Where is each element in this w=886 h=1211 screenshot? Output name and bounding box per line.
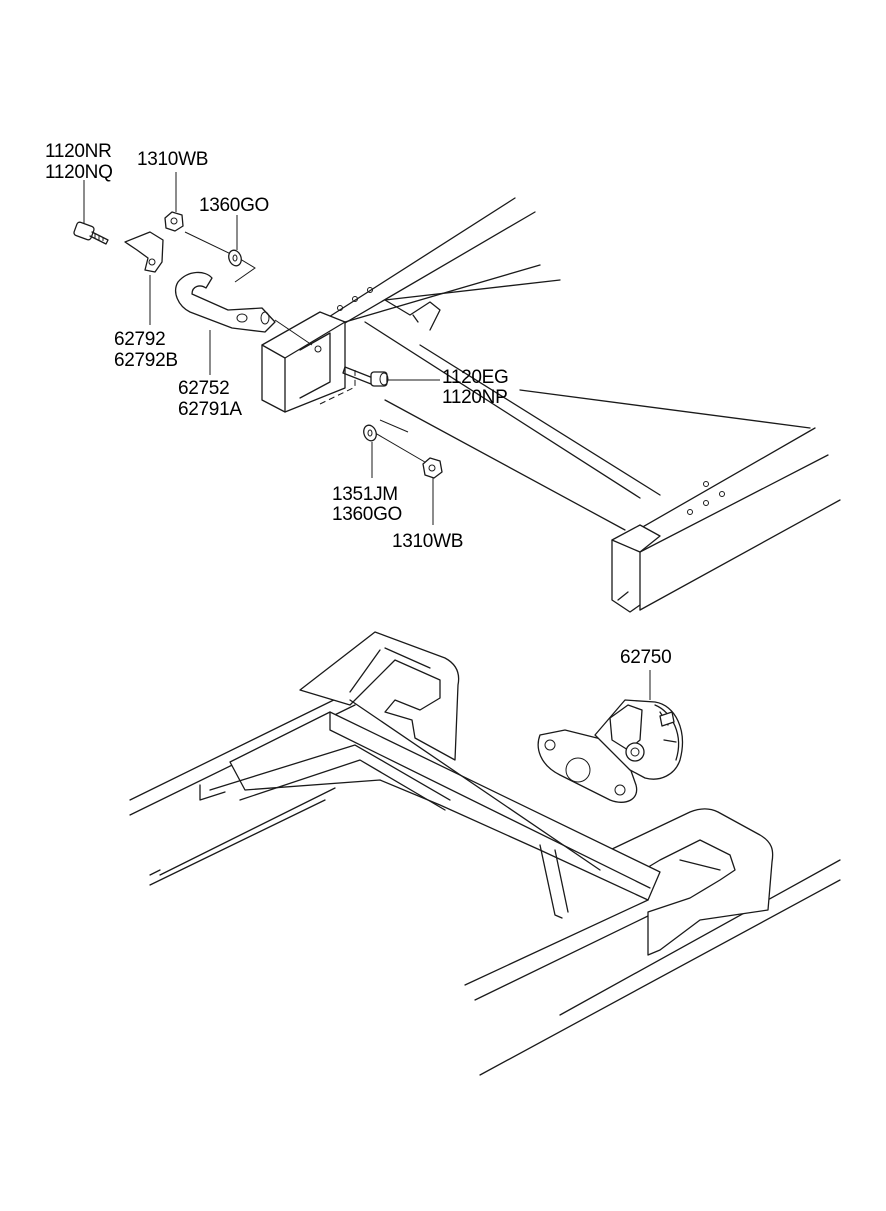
label-62792b: 62792B <box>114 350 178 371</box>
label-1360go-bottom: 1360GO <box>332 504 402 525</box>
label-1310wb-bottom: 1310WB <box>392 531 463 552</box>
nut-1310wb-bottom <box>422 457 443 479</box>
label-62752: 62752 <box>178 378 229 399</box>
assembly-guide-lines <box>184 231 431 466</box>
label-62792: 62792 <box>114 329 165 350</box>
bolt-1120eg <box>342 366 389 387</box>
nut-1310wb-top <box>164 211 184 232</box>
rear-frame <box>129 631 841 1076</box>
label-1120np: 1120NP <box>442 387 507 408</box>
tow-hitch-62750 <box>537 699 684 803</box>
label-1360go-top: 1360GO <box>199 195 269 216</box>
label-62791a: 62791A <box>178 399 242 420</box>
bracket-62792 <box>124 231 164 273</box>
washer-1360go-top <box>228 249 242 267</box>
label-1120nq: 1120NQ <box>45 162 113 183</box>
tow-hook-62752 <box>175 271 276 333</box>
label-1120eg: 1120EG <box>442 367 509 388</box>
front-frame-rail <box>261 197 841 613</box>
label-1310wb-top: 1310WB <box>137 149 208 170</box>
label-1120nr: 1120NR <box>45 141 112 162</box>
label-62750: 62750 <box>620 647 671 668</box>
washer-1351jm <box>363 424 377 442</box>
bolt-1120nr <box>73 221 109 245</box>
part-labels: 1120NR 1120NQ 1310WB 1360GO 62792 62792B… <box>45 141 672 668</box>
leader-lines <box>83 172 651 700</box>
label-1351jm: 1351JM <box>332 484 398 505</box>
